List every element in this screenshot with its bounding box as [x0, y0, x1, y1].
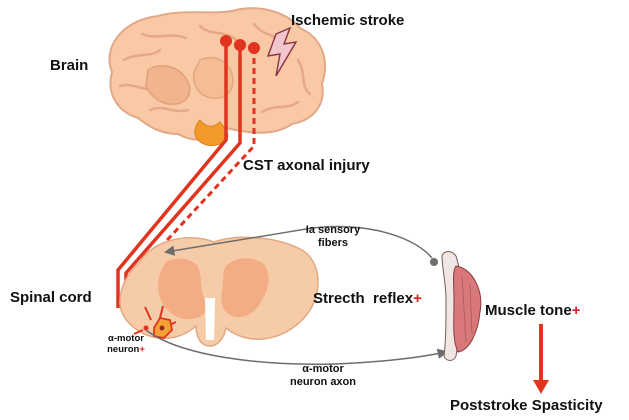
motor-axon-line-2: neuron axon: [268, 376, 378, 389]
muscle-spindle-ending: [430, 258, 438, 266]
motor-neuron-label: α-motor neuron+: [98, 333, 154, 355]
stretch-reflex-label: Strecth reflex+: [313, 290, 422, 307]
motor-neuron-line-2: neuron+: [98, 344, 154, 355]
ia-fibers-line-1: Ia sensory: [288, 224, 378, 237]
ischemic-stroke-label: Ischemic stroke: [291, 12, 404, 29]
motor-neuron-increase-sign: +: [139, 344, 145, 355]
muscle-tone-word: Muscle tone: [485, 302, 572, 319]
muscle-tone-increase-sign: +: [572, 302, 581, 319]
motor-axon-label: α-motor neuron axon: [268, 363, 378, 389]
motor-axon-path: [146, 330, 446, 364]
motor-neuron-line-1: α-motor: [98, 333, 154, 344]
spinal-cord-label: Spinal cord: [10, 289, 92, 306]
brain-label: Brain: [50, 57, 88, 74]
reflex-increase-sign: +: [413, 290, 422, 307]
motor-axon-line-1: α-motor: [268, 363, 378, 376]
poststroke-spasticity-label: Poststroke Spasticity: [450, 397, 603, 414]
motor-neuron-word: neuron: [107, 344, 139, 355]
ia-sensory-fibers-label: Ia sensory fibers: [288, 224, 378, 250]
stretch-word: Strecth: [313, 290, 365, 307]
muscle-tone-label: Muscle tone+: [485, 302, 580, 319]
outcome-arrow: [533, 324, 549, 394]
cst-injury-label: CST axonal injury: [243, 157, 370, 174]
reflex-word: reflex: [373, 290, 413, 307]
spinal-cord-section: [120, 237, 318, 346]
muscle-icon: [442, 252, 481, 361]
ia-fibers-line-2: fibers: [288, 237, 378, 250]
